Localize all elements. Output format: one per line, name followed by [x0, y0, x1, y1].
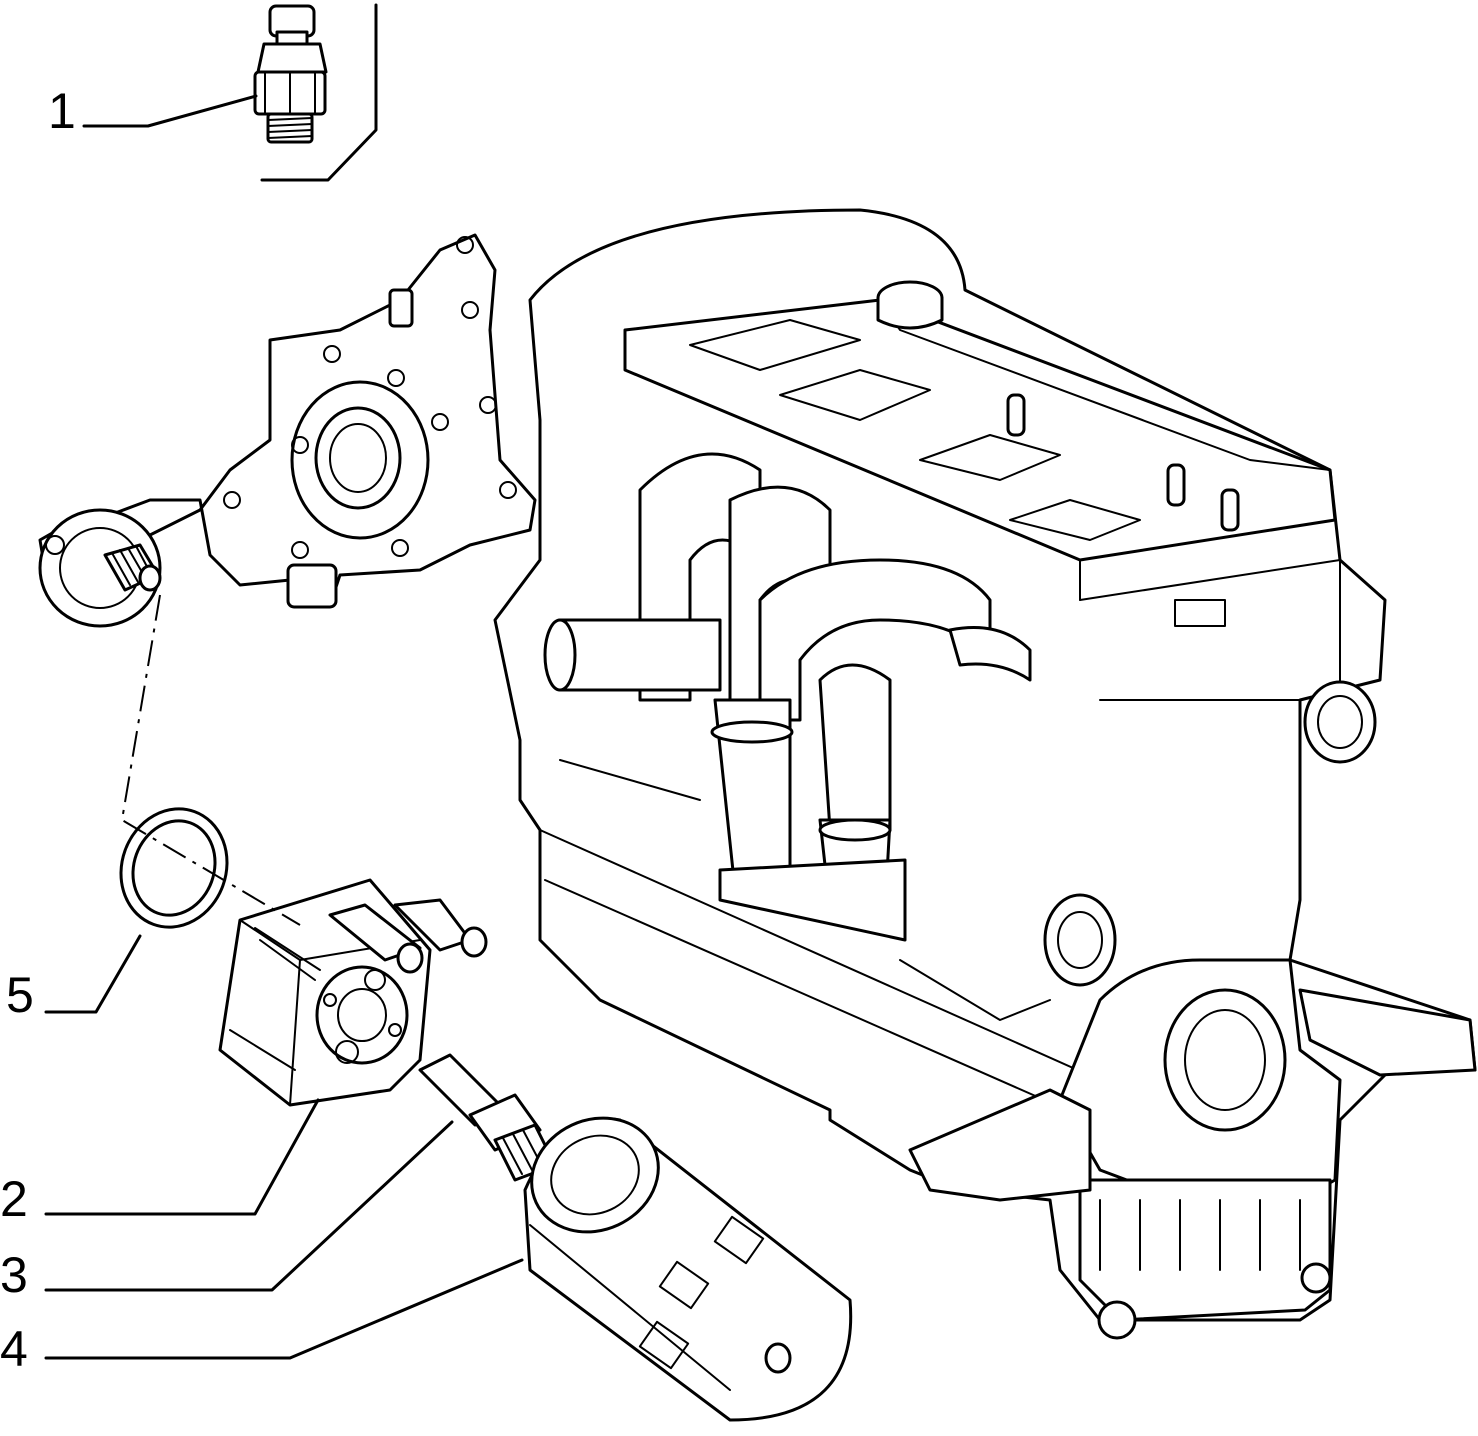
callout-label-4: 4: [0, 1321, 28, 1377]
seal-ring-illustration: [119, 807, 229, 929]
leader-line-1: [82, 94, 258, 128]
leader-line-2: [44, 1098, 320, 1216]
callout-label-3: 3: [0, 1247, 28, 1303]
engine-block-illustration: [493, 208, 1477, 1340]
callout-label-2: 2: [0, 1171, 28, 1227]
callout-label-5: 5: [6, 967, 34, 1023]
leader-line-3: [44, 1120, 454, 1292]
centre-bolt-illustration: [418, 1053, 557, 1182]
callout-label-1: 1: [48, 83, 76, 139]
leader-line-5: [44, 934, 142, 1014]
leader-line-4: [44, 1258, 524, 1360]
oil-pressure-switch-illustration: [253, 4, 328, 144]
oil-filter-illustration: [523, 1116, 853, 1422]
oil-pump-housing-illustration: [38, 233, 537, 628]
oil-cooler-illustration: [218, 878, 488, 1107]
callout-1-bracket: [260, 3, 378, 182]
